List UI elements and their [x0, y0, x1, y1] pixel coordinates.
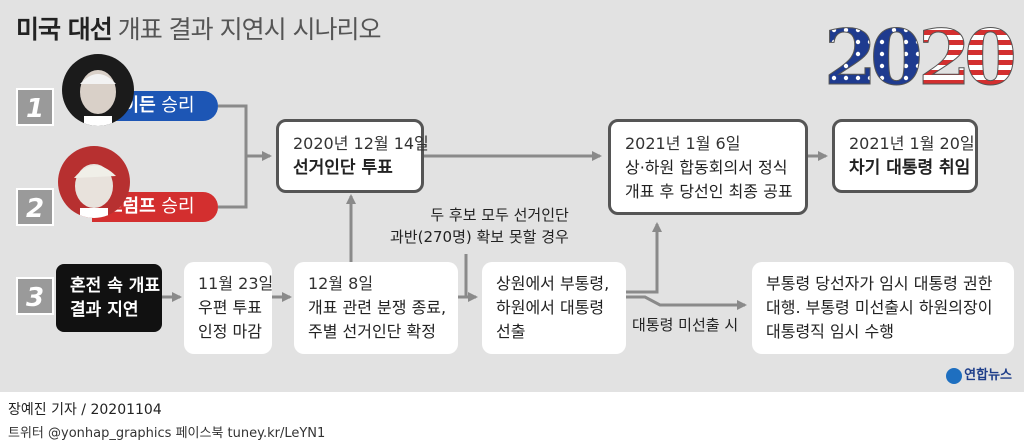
delay-line1: 혼전 속 개표 [70, 276, 161, 296]
trump-portrait [58, 146, 130, 218]
inauguration-date: 2021년 1월 20일 [849, 134, 975, 153]
acting-line2: 대행. 부통령 미선출시 하원의장이 [766, 298, 993, 317]
year-digit: 2 [824, 13, 877, 100]
congress-line2: 개표 후 당선인 최종 공표 [625, 182, 793, 201]
title-subtitle: 개표 결과 지연시 시나리오 [117, 15, 382, 44]
congress-date: 2021년 1월 6일 [625, 134, 741, 153]
congress-pick-line1: 상원에서 부통령, [496, 274, 610, 293]
inauguration-box: 2021년 1월 20일 차기 대통령 취임 [832, 119, 978, 193]
no-majority-line1: 두 후보 모두 선거인단 [430, 206, 569, 224]
dispute-end-box: 12월 8일 개표 관련 분쟁 종료, 주별 선거인단 확정 [294, 262, 458, 354]
title-bold: 미국 대선 [16, 15, 113, 44]
scenario-number: 3 [16, 277, 54, 315]
dispute-end-date: 12월 8일 [308, 274, 374, 293]
byline: 장예진 기자 / 20201104 [8, 402, 162, 418]
elector-vote-label: 선거인단 투표 [293, 158, 393, 178]
dispute-end-line2: 주별 선거인단 확정 [308, 322, 436, 341]
congress-pick-line3: 선출 [496, 322, 526, 341]
result-label: 승리 [161, 95, 195, 116]
no-president-note: 대통령 미선출 시 [632, 316, 739, 334]
mail-deadline-line2: 인정 마감 [198, 322, 262, 341]
delay-line2: 결과 지연 [70, 300, 139, 320]
scenario-number: 1 [16, 88, 54, 126]
mail-deadline-line1: 우편 투표 [198, 298, 262, 317]
scenario-number: 2 [16, 188, 54, 226]
yonhap-logo-icon [946, 367, 963, 384]
no-majority-note: 두 후보 모두 선거인단 과반(270명) 확보 못할 경우 [390, 204, 569, 248]
dispute-end-line1: 개표 관련 분쟁 종료, [308, 298, 447, 317]
mail-deadline-date: 11월 23일 [198, 274, 274, 293]
result-label: 승리 [161, 196, 195, 217]
social-links: 트위터 @yonhap_graphics 페이스북 tuney.kr/LeYN1 [8, 426, 326, 441]
acting-president-box: 부통령 당선자가 임시 대통령 권한 대행. 부통령 미선출시 하원의장이 대통… [752, 262, 1014, 354]
year-digit: 2 [918, 13, 971, 100]
merge-line [218, 104, 248, 209]
biden-portrait [62, 54, 134, 126]
mail-deadline-box: 11월 23일 우편 투표 인정 마감 [184, 262, 274, 354]
elector-vote-date: 2020년 12월 14일 [293, 134, 429, 153]
year-digit: 0 [870, 13, 923, 100]
acting-line1: 부통령 당선자가 임시 대통령 권한 [766, 274, 993, 293]
congress-pick-box: 상원에서 부통령, 하원에서 대통령 선출 [482, 262, 626, 354]
yonhap-logo: 연합뉴스 [946, 364, 1012, 384]
logo-text: 연합뉴스 [964, 368, 1012, 383]
congress-box: 2021년 1월 6일 상·하원 합동회의서 정식 개표 후 당선인 최종 공표 [608, 119, 808, 215]
elector-vote-box: 2020년 12월 14일 선거인단 투표 [276, 119, 429, 193]
flow-arrows [162, 104, 828, 310]
year-2020-badge: 2 0 2 0 [824, 13, 1018, 101]
congress-line1: 상·하원 합동회의서 정식 [625, 158, 788, 177]
acting-line3: 대통령직 임시 수행 [766, 322, 894, 341]
no-majority-line2: 과반(270명) 확보 못할 경우 [390, 228, 569, 246]
year-digit: 0 [964, 13, 1017, 100]
inauguration-label: 차기 대통령 취임 [849, 158, 971, 178]
arrow-to-acting [626, 295, 747, 310]
arrow-up-to-congress [626, 222, 662, 294]
congress-pick-line2: 하원에서 대통령 [496, 298, 605, 317]
